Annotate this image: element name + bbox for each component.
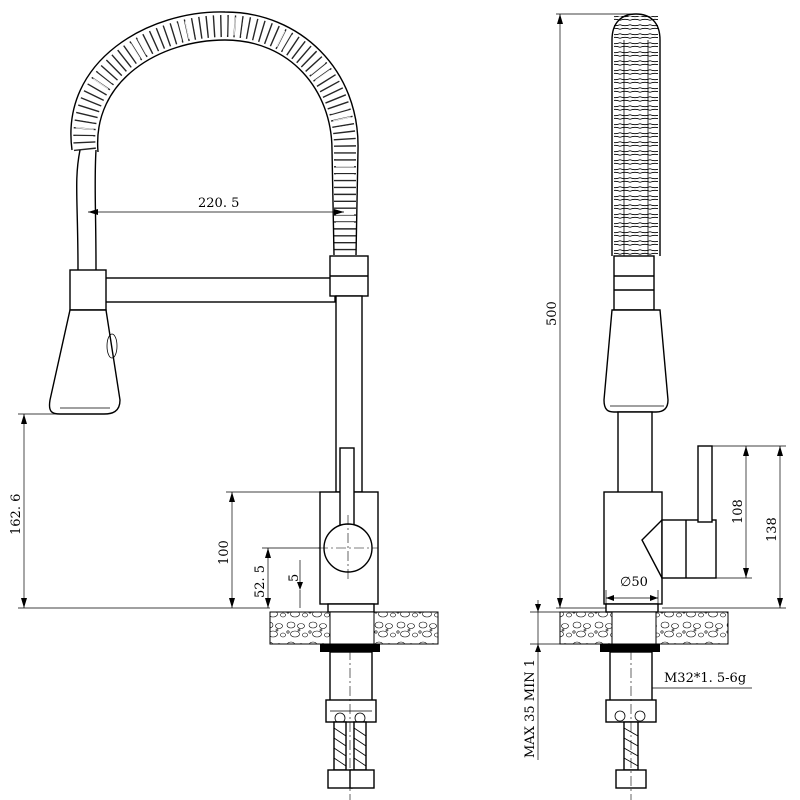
dimension-lever-axis: 52. 5 bbox=[253, 547, 320, 608]
spring-coil bbox=[70, 11, 359, 256]
thread-spec-label: M32*1. 5-6g bbox=[664, 671, 746, 686]
countertop-section-side bbox=[559, 611, 729, 645]
supply-hose-side bbox=[600, 644, 660, 800]
dimension-spray-height: 162. 6 bbox=[9, 413, 270, 609]
dimension-spout-reach: 220. 5 bbox=[88, 196, 344, 215]
dimension-base-gap: 5 bbox=[287, 560, 303, 608]
dimension-body-height: 100 bbox=[217, 491, 320, 608]
spout-reach-label: 220. 5 bbox=[198, 196, 239, 211]
base-gap-label: 5 bbox=[287, 574, 302, 582]
dimension-counter-thickness: MAX 35 MIN 1 bbox=[523, 600, 560, 760]
countertop-section bbox=[269, 611, 439, 645]
body-height-label: 100 bbox=[217, 540, 232, 565]
dimension-lever-total-height: 138 bbox=[662, 445, 786, 609]
lever-total-height-label: 138 bbox=[765, 517, 780, 542]
dimension-total-height: 500 bbox=[545, 13, 636, 609]
base-diameter-label: ∅50 bbox=[620, 575, 648, 590]
total-height-label: 500 bbox=[545, 301, 560, 326]
lever-axis-label: 52. 5 bbox=[253, 565, 268, 598]
faucet-front-view bbox=[48, 11, 379, 613]
supply-hose bbox=[320, 644, 380, 800]
handle-height-label: 108 bbox=[731, 499, 746, 524]
dimension-base-diameter: ∅50 bbox=[605, 575, 659, 604]
spray-height-label: 162. 6 bbox=[9, 494, 24, 535]
faucet-side-view bbox=[603, 13, 717, 613]
dimension-handle-height: 108 bbox=[712, 445, 752, 579]
counter-thickness-label: MAX 35 MIN 1 bbox=[523, 659, 538, 758]
dimension-thread: M32*1. 5-6g bbox=[652, 671, 752, 689]
